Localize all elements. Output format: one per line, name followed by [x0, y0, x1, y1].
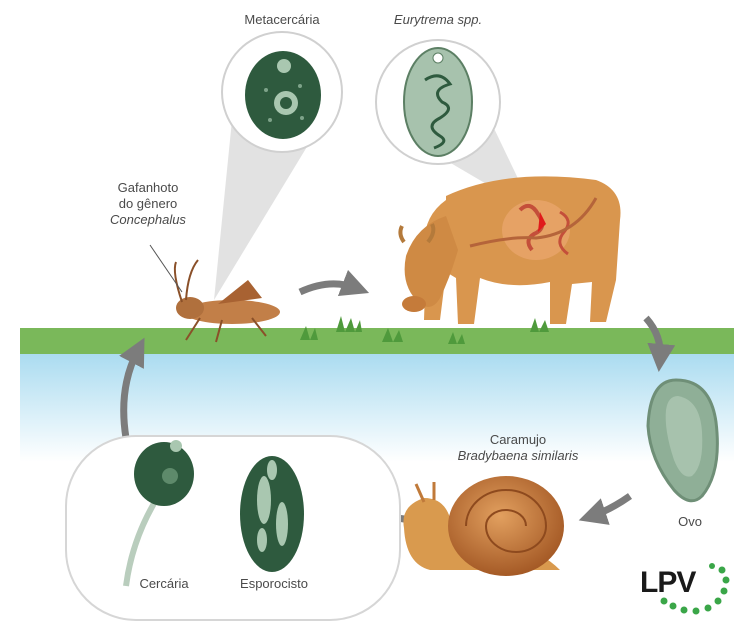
snail-label-2: Bradybaena similaris	[448, 448, 588, 464]
arrow-icon	[592, 496, 630, 516]
grasshopper-label-2: do gênero	[98, 196, 198, 212]
metacercaria-label: Metacercária	[236, 12, 328, 28]
grasshopper-label-3: Concephalus	[98, 212, 198, 228]
lpv-logo: LPV	[640, 560, 730, 620]
ground-strip	[20, 328, 734, 354]
arrow-icon	[300, 284, 356, 292]
sporocyst	[240, 456, 304, 572]
sporocyst-label: Esporocisto	[226, 576, 322, 592]
eurytrema-magnifier	[376, 40, 500, 164]
cow	[400, 176, 620, 324]
logo-dots-icon	[640, 560, 730, 620]
grasshopper-pointer	[150, 245, 182, 292]
egg-label: Ovo	[670, 514, 710, 530]
snail	[403, 476, 564, 576]
grasshopper-label-1: Gafanhoto	[98, 180, 198, 196]
eurytrema-label: Eurytrema spp.	[388, 12, 488, 28]
metacercaria-magnifier	[222, 32, 342, 152]
intramolluscan-stages-box	[66, 436, 400, 620]
egg	[648, 380, 717, 501]
cercaria-label: Cercária	[124, 576, 204, 592]
snail-label-1: Caramujo	[448, 432, 588, 448]
